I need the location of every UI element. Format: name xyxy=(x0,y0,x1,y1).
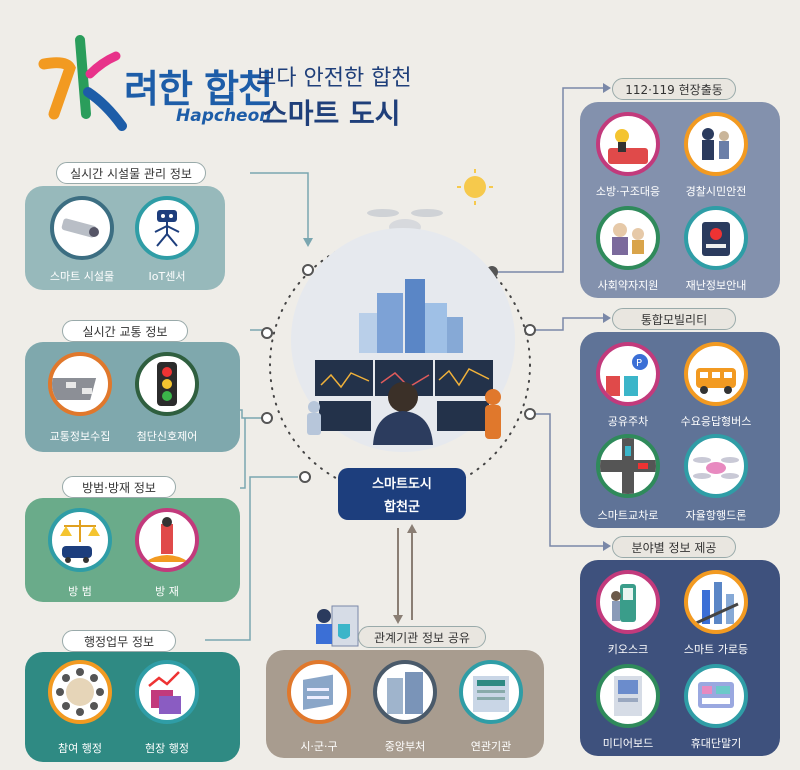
police-safety-icon xyxy=(684,112,748,176)
slogan-line-2: 스마트 도시 xyxy=(262,97,401,130)
label-disaster-prevention: 방 재 xyxy=(155,585,179,598)
autonomous-drone-icon xyxy=(684,434,748,498)
field-admin-icon xyxy=(135,660,199,724)
shared-parking-icon: P xyxy=(596,342,660,406)
traffic-collection-icon xyxy=(48,352,112,416)
label-vulnerable-support: 사회약자지원 xyxy=(597,279,659,292)
svg-text:P: P xyxy=(636,358,642,369)
disaster-prevention-icon xyxy=(135,508,199,572)
iot-sensor-icon xyxy=(135,196,199,260)
label-traffic-signal: 첨단신호제어 xyxy=(136,430,198,443)
section-title-info: 분야별 정보 제공 xyxy=(612,536,736,558)
label-central-ministry: 중앙부처 xyxy=(384,740,426,753)
label-participatory-admin: 참여 행정 xyxy=(58,742,102,755)
section-title-agency: 관계기관 정보 공유 xyxy=(358,626,486,648)
related-agency-icon xyxy=(459,660,523,724)
label-media-board: 미디어보드 xyxy=(602,737,654,750)
slogan-line-1: 보다 안전한 합천 xyxy=(256,66,412,91)
smart-intersection-icon xyxy=(596,434,660,498)
label-smart-intersection: 스마트교차로 xyxy=(597,509,659,522)
section-title-safety: 방범·방재 정보 xyxy=(62,476,176,498)
media-board-icon xyxy=(596,664,660,728)
hapcheon-logo-icon xyxy=(38,35,127,131)
label-iot-sensor: IoT센서 xyxy=(148,270,186,283)
logo-text: 려한 합천 xyxy=(124,67,273,111)
section-title-dispatch: 112·119 현장출동 xyxy=(612,78,736,100)
disaster-info-icon xyxy=(684,206,748,270)
section-title-admin: 행정업무 정보 xyxy=(62,630,176,652)
mobile-device-icon xyxy=(684,664,748,728)
section-title-traffic: 실시간 교통 정보 xyxy=(62,320,188,342)
label-traffic-collection: 교통정보수집 xyxy=(49,430,111,443)
label-kiosk: 키오스크 xyxy=(607,643,649,656)
label-smart-streetlight: 스마트 가로등 xyxy=(683,643,749,656)
crime-prevention-icon xyxy=(48,508,112,572)
central-ministry-icon xyxy=(373,660,437,724)
agency-sharing-icon xyxy=(316,605,359,647)
smart-city-illustration xyxy=(291,169,515,452)
label-crime-prevention: 방 범 xyxy=(68,585,92,598)
center-smart-city-box: 스마트도시 합천군 xyxy=(338,468,466,520)
label-related-agency: 연관기관 xyxy=(470,740,512,753)
label-field-admin: 현장 행정 xyxy=(145,742,189,755)
demand-bus-icon xyxy=(684,342,748,406)
city-county-icon xyxy=(287,660,351,724)
smart-streetlight-icon xyxy=(684,570,748,634)
label-autonomous-drone: 자율항행드론 xyxy=(685,509,747,522)
vulnerable-support-icon xyxy=(596,206,660,270)
label-shared-parking: 공유주차 xyxy=(607,415,649,428)
label-city-county: 시·군·구 xyxy=(300,740,338,753)
fire-rescue-icon xyxy=(596,112,660,176)
smart-facility-icon xyxy=(50,196,114,260)
label-smart-facility: 스마트 시설물 xyxy=(49,270,115,283)
label-police-safety: 경찰시민안전 xyxy=(685,185,747,198)
center-title: 스마트도시 xyxy=(372,477,432,492)
kiosk-icon xyxy=(596,570,660,634)
traffic-signal-icon xyxy=(135,352,199,416)
label-demand-bus: 수요응답형버스 xyxy=(680,415,752,428)
participatory-admin-icon xyxy=(48,660,112,724)
label-disaster-info: 재난정보안내 xyxy=(685,279,747,292)
label-fire-rescue: 소방·구조대응 xyxy=(595,185,661,198)
center-subtitle: 합천군 xyxy=(384,500,420,515)
logo-subtitle: Hapcheon xyxy=(176,106,272,126)
label-mobile-device: 휴대단말기 xyxy=(690,737,742,750)
section-title-mobility: 통합모빌리티 xyxy=(612,308,736,330)
section-title-facility: 실시간 시설물 관리 정보 xyxy=(56,162,206,184)
